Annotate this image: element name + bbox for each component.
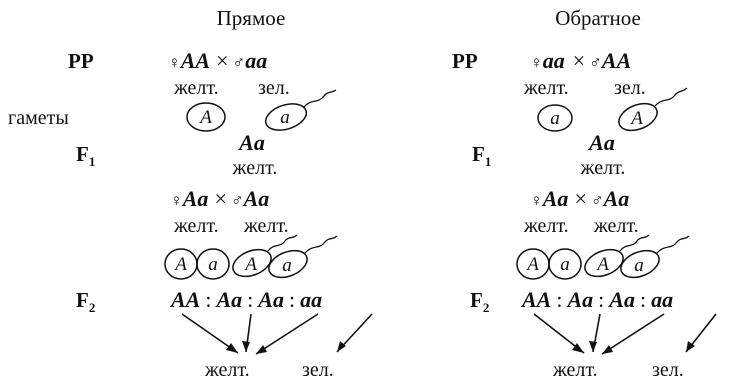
- direct-f1-cross-phenotype-1: желт.: [173, 215, 219, 237]
- parents-label-reverse: РР: [452, 49, 478, 73]
- gametes-label: гаметы: [8, 107, 69, 129]
- direct-f2-genotypes: AA:Aa:Aa:aa: [169, 287, 322, 312]
- reverse-parent-phenotype-2: зел.: [614, 77, 646, 99]
- direct-arrowhead-1: [226, 343, 238, 353]
- svg-text:A: A: [525, 254, 539, 275]
- svg-text:a: a: [550, 108, 560, 129]
- f1-label: F1: [76, 142, 95, 169]
- f2-label: F2: [76, 288, 95, 315]
- svg-text:A: A: [629, 108, 643, 129]
- reverse-f1-phenotype: желт.: [580, 157, 626, 179]
- direct-f1-cross: ♀Aa×♂Aa: [170, 186, 269, 211]
- direct-parent-phenotype-2: зел.: [258, 77, 290, 99]
- direct-f2-phenotype-1: желт.: [204, 359, 250, 381]
- reverse-f1-sperm-2: a: [617, 236, 689, 283]
- svg-text:a: a: [208, 254, 218, 275]
- reverse-f1-cross-phenotype-2: желт.: [593, 215, 639, 237]
- header-direct: Прямое: [217, 6, 286, 30]
- svg-text:a: a: [280, 107, 290, 128]
- direct-egg-gamete: A: [187, 103, 225, 131]
- direct-f2-phenotype-2: зел.: [302, 359, 334, 381]
- svg-text:a: a: [282, 255, 292, 276]
- reverse-parental-cross: ♀aa×♂AA: [530, 48, 631, 73]
- reverse-f2-phenotype-1: желт.: [552, 359, 598, 381]
- reverse-f2-genotypes: AA:Aa:Aa:aa: [520, 287, 673, 312]
- direct-f1-cross-phenotype-2: желт.: [243, 215, 289, 237]
- svg-text:A: A: [243, 254, 257, 275]
- reverse-f1-gamete-2: a: [549, 249, 581, 279]
- direct-parent-phenotype-1: желт.: [173, 77, 219, 99]
- direct-parental-cross: ♀AA×♂aa: [168, 48, 267, 73]
- direct-arrow-aa-het-2: [256, 314, 318, 354]
- svg-text:A: A: [595, 254, 609, 275]
- reverse-parent-phenotype-1: желт.: [523, 77, 569, 99]
- reverse-arrowhead-2: [589, 341, 597, 352]
- reverse-egg-gamete: a: [538, 105, 572, 131]
- reverse-f1-genotype: Aa: [587, 130, 615, 155]
- reverse-f2-phenotype-2: зел.: [652, 359, 684, 381]
- direct-arrowhead-2: [242, 341, 250, 352]
- direct-arrowhead-3: [256, 345, 267, 354]
- direct-f1-genotype: Aa: [237, 130, 265, 155]
- direct-f1-gamete-2: a: [197, 249, 229, 279]
- reverse-f1-cross-phenotype-1: желт.: [523, 215, 569, 237]
- reverse-f1-gamete-1: A: [517, 249, 549, 279]
- direct-f1-gamete-1: A: [165, 249, 197, 279]
- header-reverse: Обратное: [555, 6, 641, 30]
- parents-label: РР: [68, 49, 94, 73]
- f1-label-reverse: F1: [472, 142, 491, 169]
- direct-f1-phenotype: желт.: [232, 157, 278, 179]
- svg-text:a: a: [634, 255, 644, 276]
- reverse-arrow-aa-het-2: [602, 314, 664, 354]
- reverse-arrowhead-3: [602, 345, 613, 354]
- direct-f1-sperm-2: a: [265, 236, 337, 283]
- svg-text:A: A: [198, 107, 212, 128]
- reverse-f1-cross: ♀Aa×♂Aa: [530, 186, 629, 211]
- svg-text:a: a: [560, 254, 570, 275]
- svg-text:A: A: [173, 254, 187, 275]
- f2-label-reverse: F2: [470, 288, 489, 315]
